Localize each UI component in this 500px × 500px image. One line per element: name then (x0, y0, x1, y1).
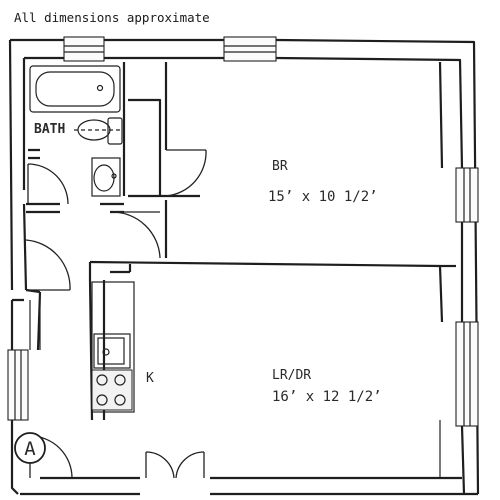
window-left-lower (7, 349, 29, 421)
window-living-right (455, 321, 479, 427)
exterior-walls (8, 38, 480, 496)
door-double-bottom (145, 451, 205, 479)
kitchen-label: K (146, 371, 154, 386)
living-dining-dimensions: 16’ x 12 1/2’ (272, 389, 382, 405)
toilet (77, 117, 123, 145)
door-closet (165, 149, 207, 197)
stove (91, 369, 133, 411)
door-bedroom (111, 211, 161, 259)
window-bedroom-right (455, 167, 479, 223)
living-dining-label: LR/DR (272, 368, 311, 383)
kitchen-counter (91, 281, 135, 413)
wall-hatch (29, 292, 441, 478)
bedroom-label: BR (272, 159, 288, 174)
dimensions-note: All dimensions approximate (14, 10, 210, 25)
door-hall-left (25, 239, 71, 291)
sink (91, 157, 121, 197)
bath-label: BATH (34, 122, 65, 137)
bedroom-dimensions: 15’ x 10 1/2’ (268, 189, 378, 205)
window-top-right (223, 36, 277, 62)
kitchen-sink (93, 333, 131, 369)
window-top-left (63, 36, 105, 62)
unit-marker: A (14, 432, 46, 464)
bathtub (29, 65, 121, 113)
interior-walls (26, 61, 456, 421)
unit-letter: A (24, 438, 36, 460)
door-bath (27, 163, 69, 205)
